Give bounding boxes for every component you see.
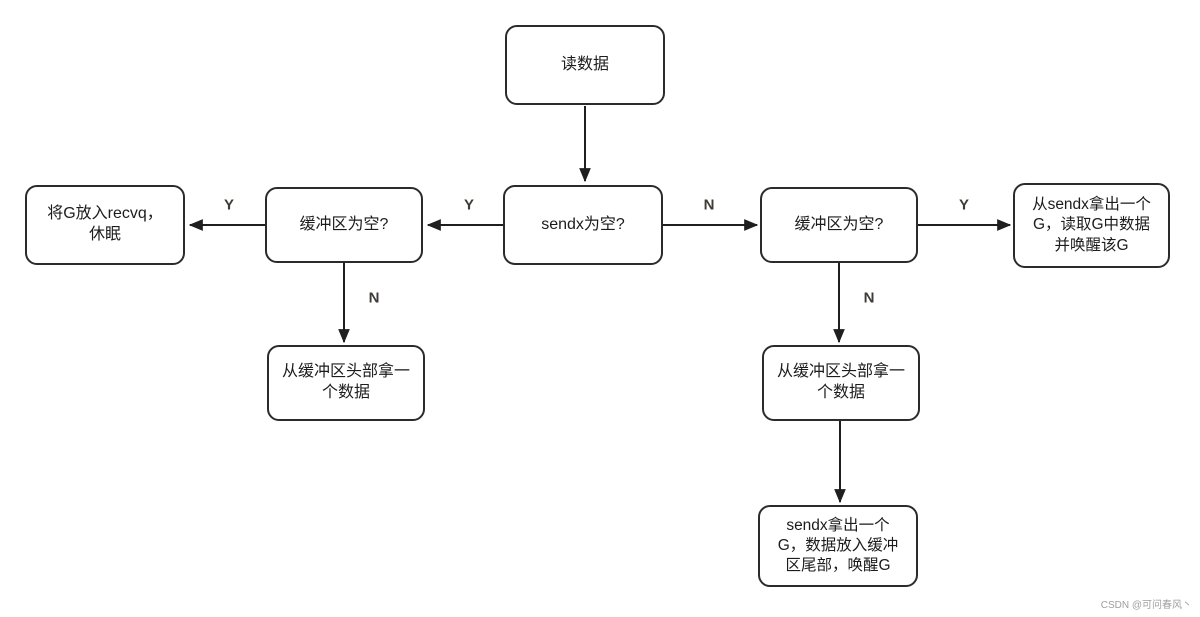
node-take-from-buffer-head-left: 从缓冲区头部拿一 个数据 (267, 345, 425, 421)
node-sendx-empty-decision: sendx为空? (503, 185, 663, 265)
edge-label-yes-inner-left: Y (463, 196, 475, 214)
node-put-g-recvq-sleep: 将G放入recvq， 休眠 (25, 185, 185, 265)
edge-label-no-center: N (703, 196, 715, 214)
edge-label-no-down-left: N (368, 289, 380, 307)
node-sendx-put-buffer-tail: sendx拿出一个 G，数据放入缓冲 区尾部，唤醒G (758, 505, 918, 587)
node-take-g-from-sendx: 从sendx拿出一个 G，读取G中数据 并唤醒该G (1013, 183, 1170, 268)
node-take-from-buffer-head-right: 从缓冲区头部拿一 个数据 (762, 345, 920, 421)
csdn-watermark: CSDN @可问春风丶 (1100, 600, 1192, 611)
node-buffer-empty-decision-left: 缓冲区为空? (265, 187, 423, 263)
edge-label-yes-inner-right: Y (958, 196, 970, 214)
node-buffer-empty-decision-right: 缓冲区为空? (760, 187, 918, 263)
edge-label-no-down-right: N (863, 289, 875, 307)
edge-label-yes-outer-left: Y (223, 196, 235, 214)
node-read-data: 读数据 (505, 25, 665, 105)
